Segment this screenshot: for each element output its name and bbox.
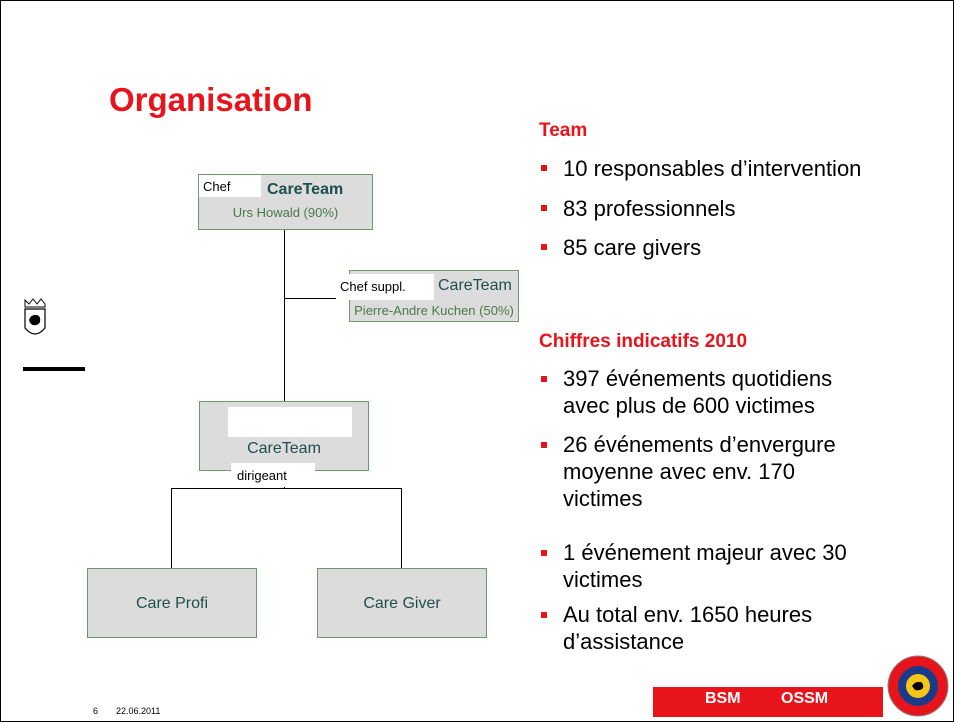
figures-item-line: Au total env. 1650 heures xyxy=(563,602,813,627)
page-number: 6 xyxy=(93,706,99,716)
bsm-ossm-logo: BSM OSSM xyxy=(653,687,883,717)
bullet-icon xyxy=(541,612,547,618)
black-bar xyxy=(23,367,85,371)
slide-title: Organisation xyxy=(109,81,313,118)
label-chef-suppl: Chef suppl. xyxy=(336,274,434,300)
figures-heading: Chiffres indicatifs 2010 xyxy=(539,331,748,352)
bullet-icon xyxy=(541,442,547,448)
figures-item-line: avec plus de 600 victimes xyxy=(563,393,815,418)
figures-item-line: 1 événement majeur avec 30 xyxy=(563,540,847,565)
bullet-icon xyxy=(541,244,547,250)
ossm-logo-text: OSSM xyxy=(781,690,829,707)
connector-left xyxy=(171,488,172,568)
org-box-title: CareTeam xyxy=(247,440,321,457)
figures-item-line: d’assistance xyxy=(563,629,685,654)
label-dirigeant: dirigeant xyxy=(231,463,315,487)
org-box-title: CareTeam xyxy=(267,181,344,198)
figures-item-line: victimes xyxy=(563,486,643,511)
team-item: 10 responsables d’intervention xyxy=(563,156,862,181)
footer-date: 22.06.2011 xyxy=(116,706,161,716)
figures-item-line: moyenne avec env. 170 xyxy=(563,459,795,484)
org-box-care-giver: Care Giver xyxy=(317,568,487,638)
figures-item-line: 26 événements d’envergure xyxy=(563,432,836,457)
figures-item-line: 397 événements quotidiens xyxy=(563,366,833,391)
org-box-title: Care Profi xyxy=(135,595,209,612)
bullet-icon xyxy=(541,550,547,556)
bullet-icon xyxy=(541,165,547,171)
label-chef: Chef xyxy=(199,175,261,197)
middle-mask xyxy=(228,407,352,437)
figures-item-line: victimes xyxy=(563,567,643,592)
connector-vertical-top xyxy=(284,230,285,401)
bullet-icon xyxy=(541,205,547,211)
team-heading: Team xyxy=(539,120,588,141)
connector-horizontal xyxy=(171,488,401,489)
connector-right xyxy=(401,488,402,568)
org-box-care-profi: Care Profi xyxy=(87,568,257,638)
org-box-sub: Pierre-Andre Kuchen (50%) xyxy=(354,303,514,318)
org-box-title: CareTeam xyxy=(438,277,512,294)
bullet-icon xyxy=(541,376,547,382)
org-box-title: Care Giver xyxy=(363,595,441,612)
careteam-kanton-bern-badge-icon xyxy=(887,655,949,717)
team-item: 83 professionnels xyxy=(563,196,736,221)
connector-deputy xyxy=(284,298,349,299)
bsm-logo-text: BSM xyxy=(705,690,741,707)
bern-coat-of-arms-icon xyxy=(24,298,46,335)
org-box-sub: Urs Howald (90%) xyxy=(232,205,339,220)
team-item: 85 care givers xyxy=(563,235,702,260)
